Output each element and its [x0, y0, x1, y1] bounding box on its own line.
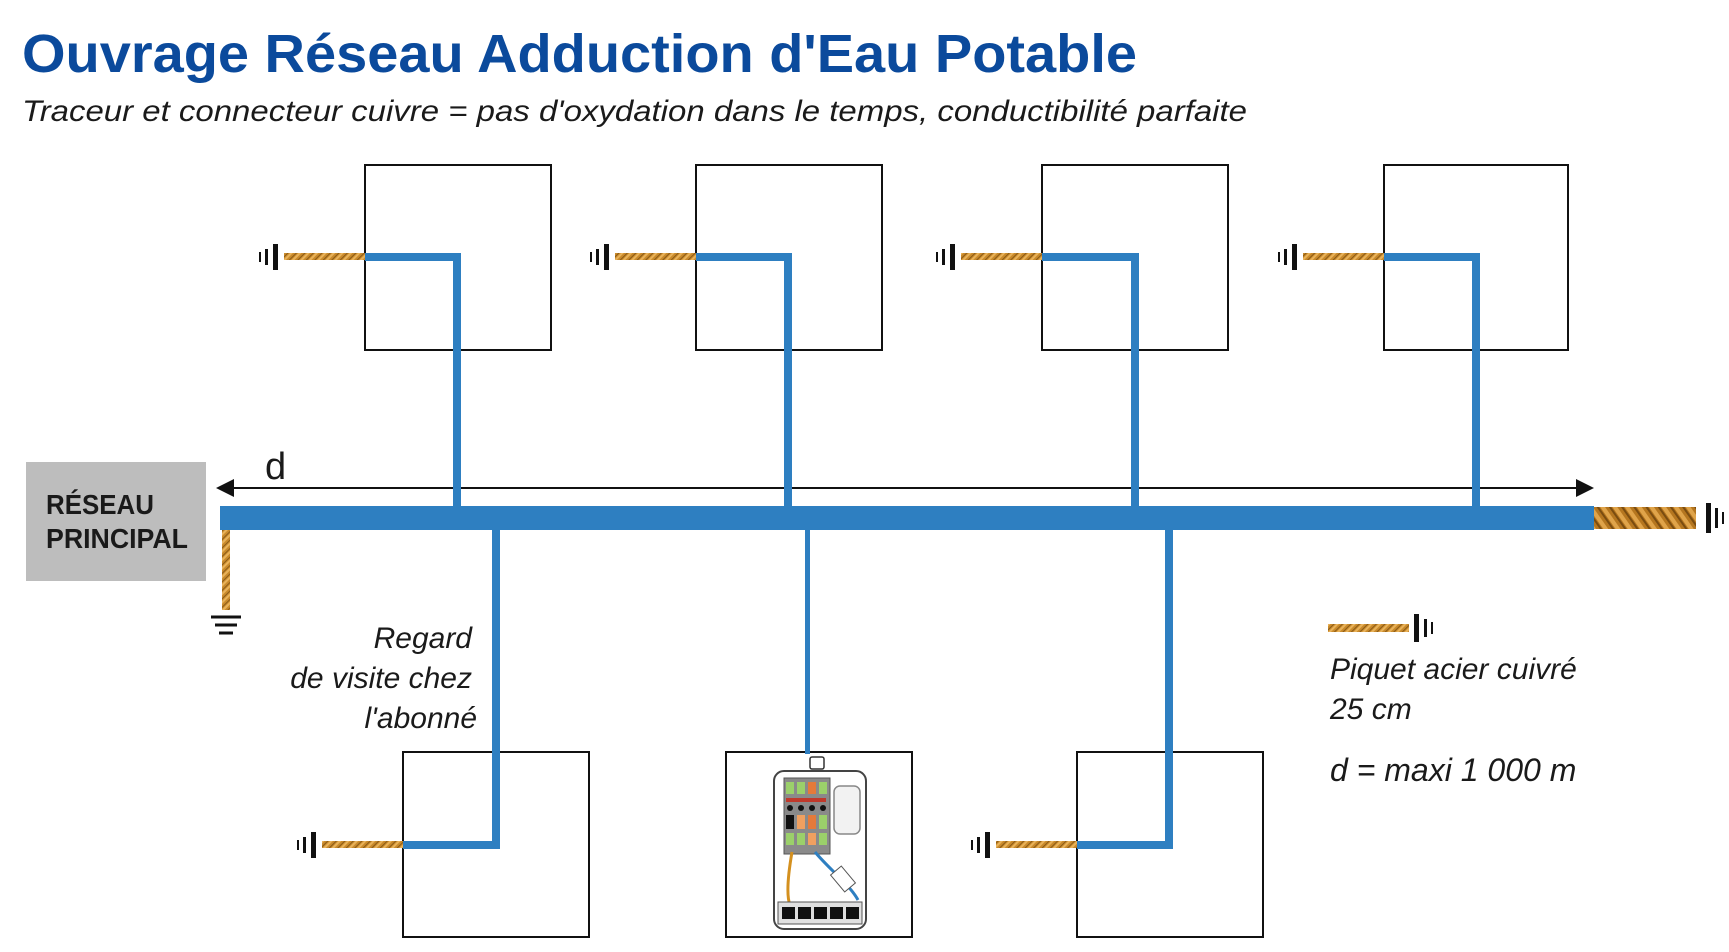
main-pipe-copper-end: [1594, 507, 1696, 529]
main-network-label-line1: RÉSEAU: [46, 489, 154, 520]
copper-stake-bottom-1: [297, 832, 403, 858]
main-pipe-ground-icon: [1706, 503, 1724, 533]
regard-label-line1: Regard: [374, 622, 474, 655]
main-network-box: RÉSEAU PRINCIPAL: [26, 462, 206, 581]
branch-pipe-bottom-1: [403, 529, 500, 849]
legend-stake-line2: 25 cm: [1329, 693, 1412, 726]
regard-label-line2: de visite chez: [290, 662, 472, 695]
copper-stake-top-2: [590, 244, 696, 270]
distance-label: d: [265, 446, 286, 488]
copper-stake-top-3: [936, 244, 1042, 270]
branch-pipe-top-2: [696, 253, 792, 507]
main-pipe: [220, 506, 1594, 530]
branch-pipe-top-3: [1042, 253, 1139, 507]
distance-arrow: [216, 479, 1594, 497]
regard-label-line3: l'abonné: [365, 702, 478, 735]
page-subtitle: Traceur et connecteur cuivre = pas d'oxy…: [22, 95, 1247, 128]
page-title: Ouvrage Réseau Adduction d'Eau Potable: [22, 24, 1137, 84]
branch-pipe-top-4: [1384, 253, 1480, 507]
connector-box-icon: [773, 756, 867, 930]
bottom-box-2: [725, 751, 913, 938]
copper-stake-top-1: [259, 244, 365, 270]
legend-stake-line1: Piquet acier cuivré: [1330, 653, 1577, 686]
main-network-label-line2: PRINCIPAL: [46, 523, 188, 554]
legend-stake-icon: [1328, 614, 1433, 642]
branch-pipe-bottom-2: [805, 529, 810, 754]
copper-stake-bottom-3: [971, 832, 1077, 858]
branch-pipe-bottom-3: [1077, 529, 1173, 849]
ground-icon: [211, 530, 241, 635]
legend-max-distance: d = maxi 1 000 m: [1330, 752, 1576, 788]
branch-pipe-top-1: [365, 253, 461, 507]
copper-stake-top-4: [1278, 244, 1384, 270]
